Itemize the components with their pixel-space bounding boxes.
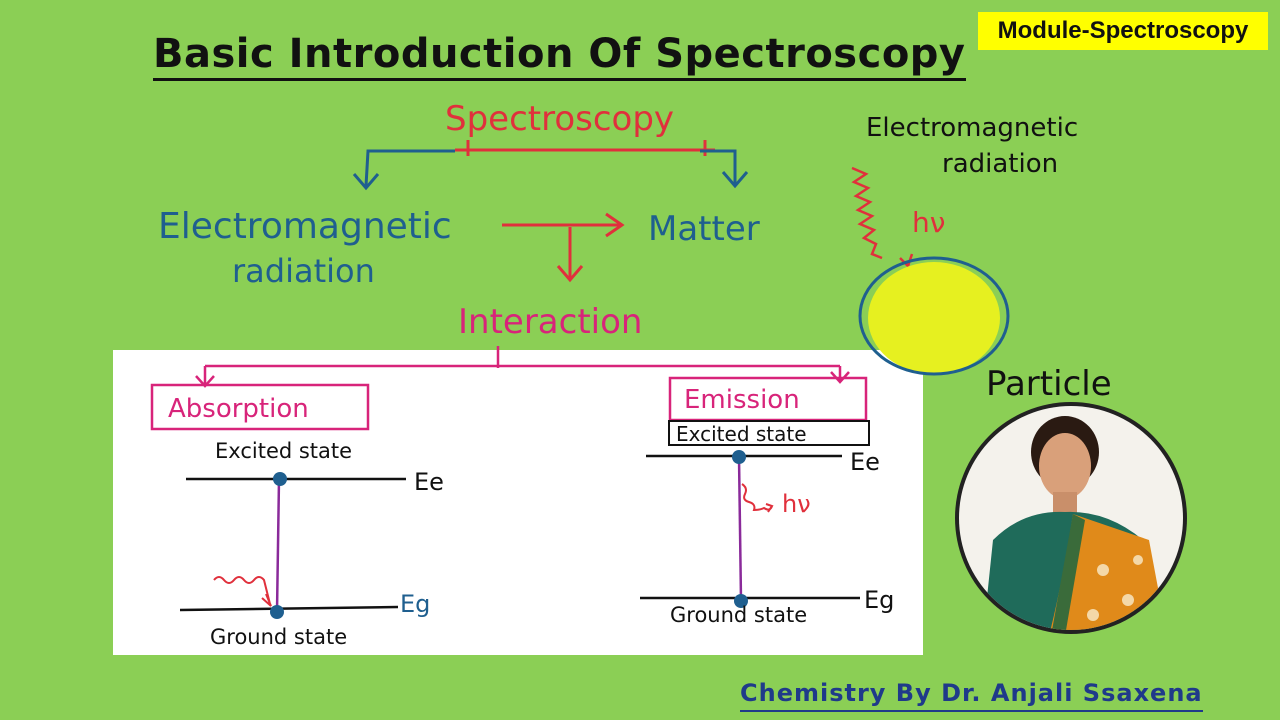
side-hv-label: hν bbox=[912, 206, 945, 239]
emission-excited-label: Excited state bbox=[676, 422, 807, 446]
interaction-label: Interaction bbox=[458, 302, 642, 342]
matter-label: Matter bbox=[648, 209, 760, 249]
absorption-ee-label: Ee bbox=[414, 468, 444, 496]
presenter-photo bbox=[953, 400, 1189, 636]
branch-right-arrow bbox=[700, 151, 747, 186]
absorption-heading: Absorption bbox=[168, 394, 309, 424]
emission-hv-label: hν bbox=[782, 490, 811, 518]
root-bracket bbox=[455, 140, 715, 156]
incident-photon-wave bbox=[852, 168, 912, 266]
em-radiation-label-line2: radiation bbox=[232, 252, 375, 290]
interaction-down-arrow bbox=[558, 227, 582, 280]
emission-eg-label: Eg bbox=[864, 586, 894, 614]
emission-ground-label: Ground state bbox=[670, 603, 807, 627]
particle-label: Particle bbox=[986, 364, 1112, 404]
em-radiation-label-line1: Electromagnetic bbox=[158, 206, 452, 247]
side-em-label-line2: radiation bbox=[942, 149, 1058, 179]
emission-excited-electron bbox=[732, 450, 746, 464]
absorption-excited-electron bbox=[273, 472, 287, 486]
interaction-arrow bbox=[502, 214, 622, 236]
emission-heading: Emission bbox=[684, 385, 800, 415]
absorption-ground-electron bbox=[270, 605, 284, 619]
branch-left-arrow bbox=[354, 151, 455, 188]
channel-credit: Chemistry By Dr. Anjali Ssaxena bbox=[740, 676, 1203, 712]
absorption-excited-label: Excited state bbox=[215, 439, 352, 463]
absorption-eg-label: Eg bbox=[400, 590, 430, 618]
particle-glow bbox=[868, 262, 1000, 374]
emission-ee-label: Ee bbox=[850, 448, 880, 476]
photo-face bbox=[1039, 433, 1091, 499]
absorption-ground-label: Ground state bbox=[210, 625, 347, 649]
spectroscopy-label: Spectroscopy bbox=[445, 99, 674, 139]
side-em-label-line1: Electromagnetic bbox=[866, 113, 1078, 143]
